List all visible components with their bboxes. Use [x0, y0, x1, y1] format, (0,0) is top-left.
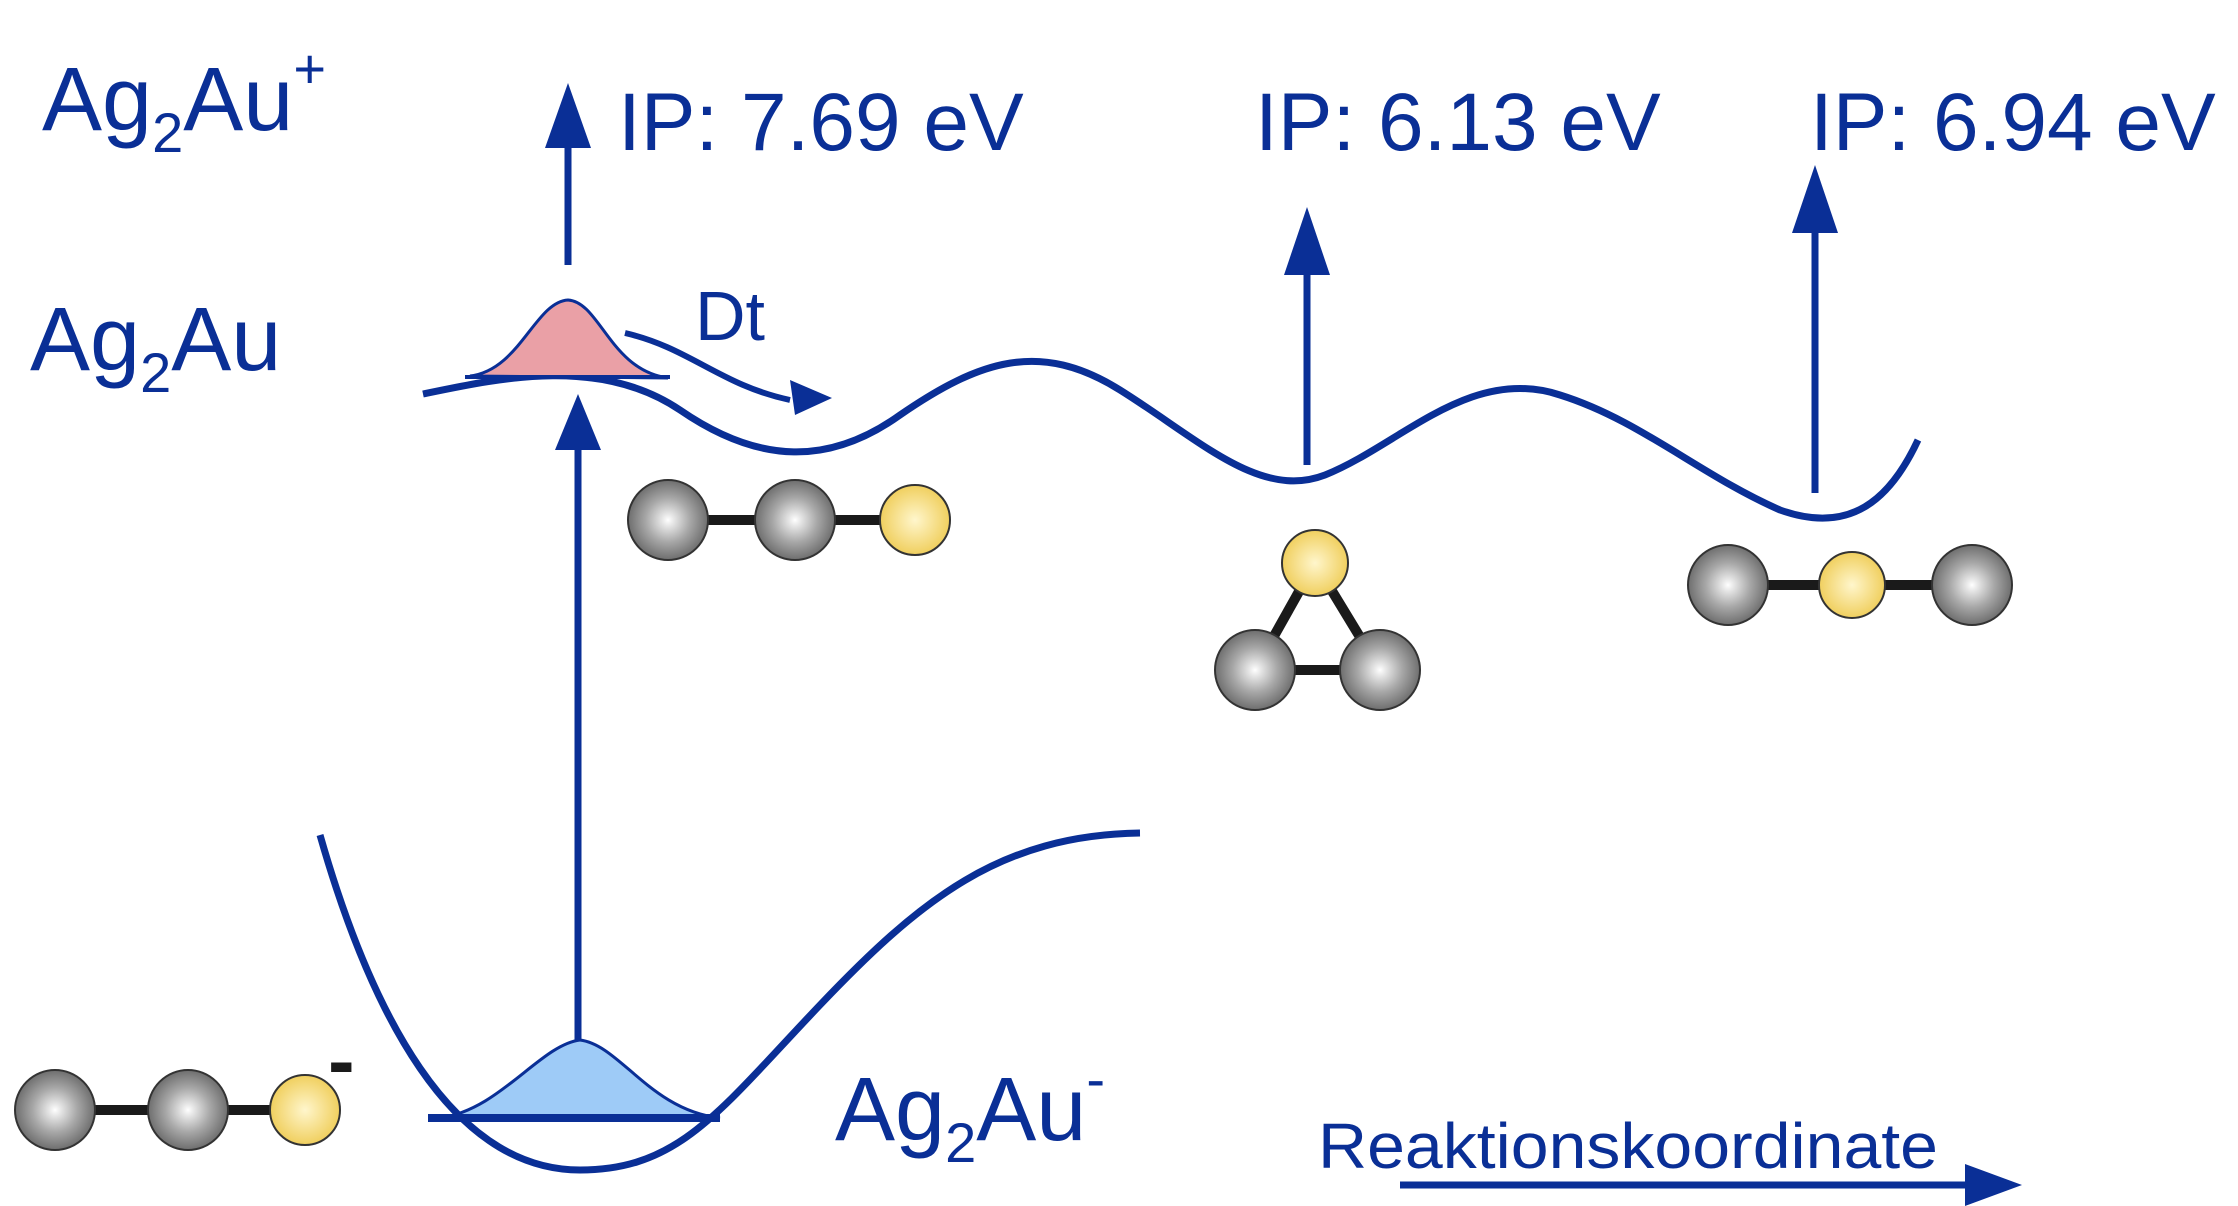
silver-atom: [1931, 544, 2013, 626]
silver-atom: [1687, 544, 1769, 626]
silver-atom: [627, 479, 709, 561]
linear-ag-ag-au-structure: [627, 479, 951, 561]
excitation-arrowhead: [555, 394, 601, 450]
reaction-coordinate-arrowhead: [1965, 1164, 2022, 1206]
silver-atom: [1214, 629, 1296, 711]
silver-atom: [147, 1069, 229, 1151]
linear-ag-au-ag-structure: [1687, 544, 2013, 626]
anion-label: Ag2Au-: [835, 1047, 1105, 1174]
gold-atom: [1281, 529, 1349, 597]
gold-atom: [879, 484, 951, 556]
ip-arrowhead-2: [1284, 207, 1330, 275]
time-delay-label: Dt: [695, 277, 765, 355]
anion-potential-curve: [316, 829, 1141, 1174]
triangular-ag2au-structure: [1214, 529, 1421, 711]
ip-arrowhead-3: [1792, 165, 1838, 233]
time-delay-arrow: [624, 330, 791, 403]
cation-label: Ag2Au+: [42, 37, 326, 164]
silver-atom: [1339, 629, 1421, 711]
time-delay-arrowhead: [790, 380, 832, 415]
neutral-wavepacket: [469, 298, 669, 380]
gold-atom: [269, 1074, 341, 1146]
reaction-coordinate-label: Reaktionskoordinate: [1318, 1110, 1938, 1182]
ip-arrowhead-1: [545, 83, 591, 148]
silver-atom: [14, 1069, 96, 1151]
silver-atom: [754, 479, 836, 561]
ip-label-1: IP: 7.69 eV: [618, 77, 1024, 168]
neutral-label: Ag2Au: [30, 290, 281, 404]
anion-wavepacket: [439, 1038, 721, 1120]
linear-ag-ag-au-anion-structure: [14, 1069, 341, 1151]
anion-charge-mark: -: [328, 1016, 355, 1105]
ip-label-3: IP: 6.94 eV: [1810, 77, 2216, 168]
gold-atom: [1818, 551, 1886, 619]
ip-label-2: IP: 6.13 eV: [1255, 77, 1661, 168]
neutral-potential-curve: [422, 357, 1922, 522]
